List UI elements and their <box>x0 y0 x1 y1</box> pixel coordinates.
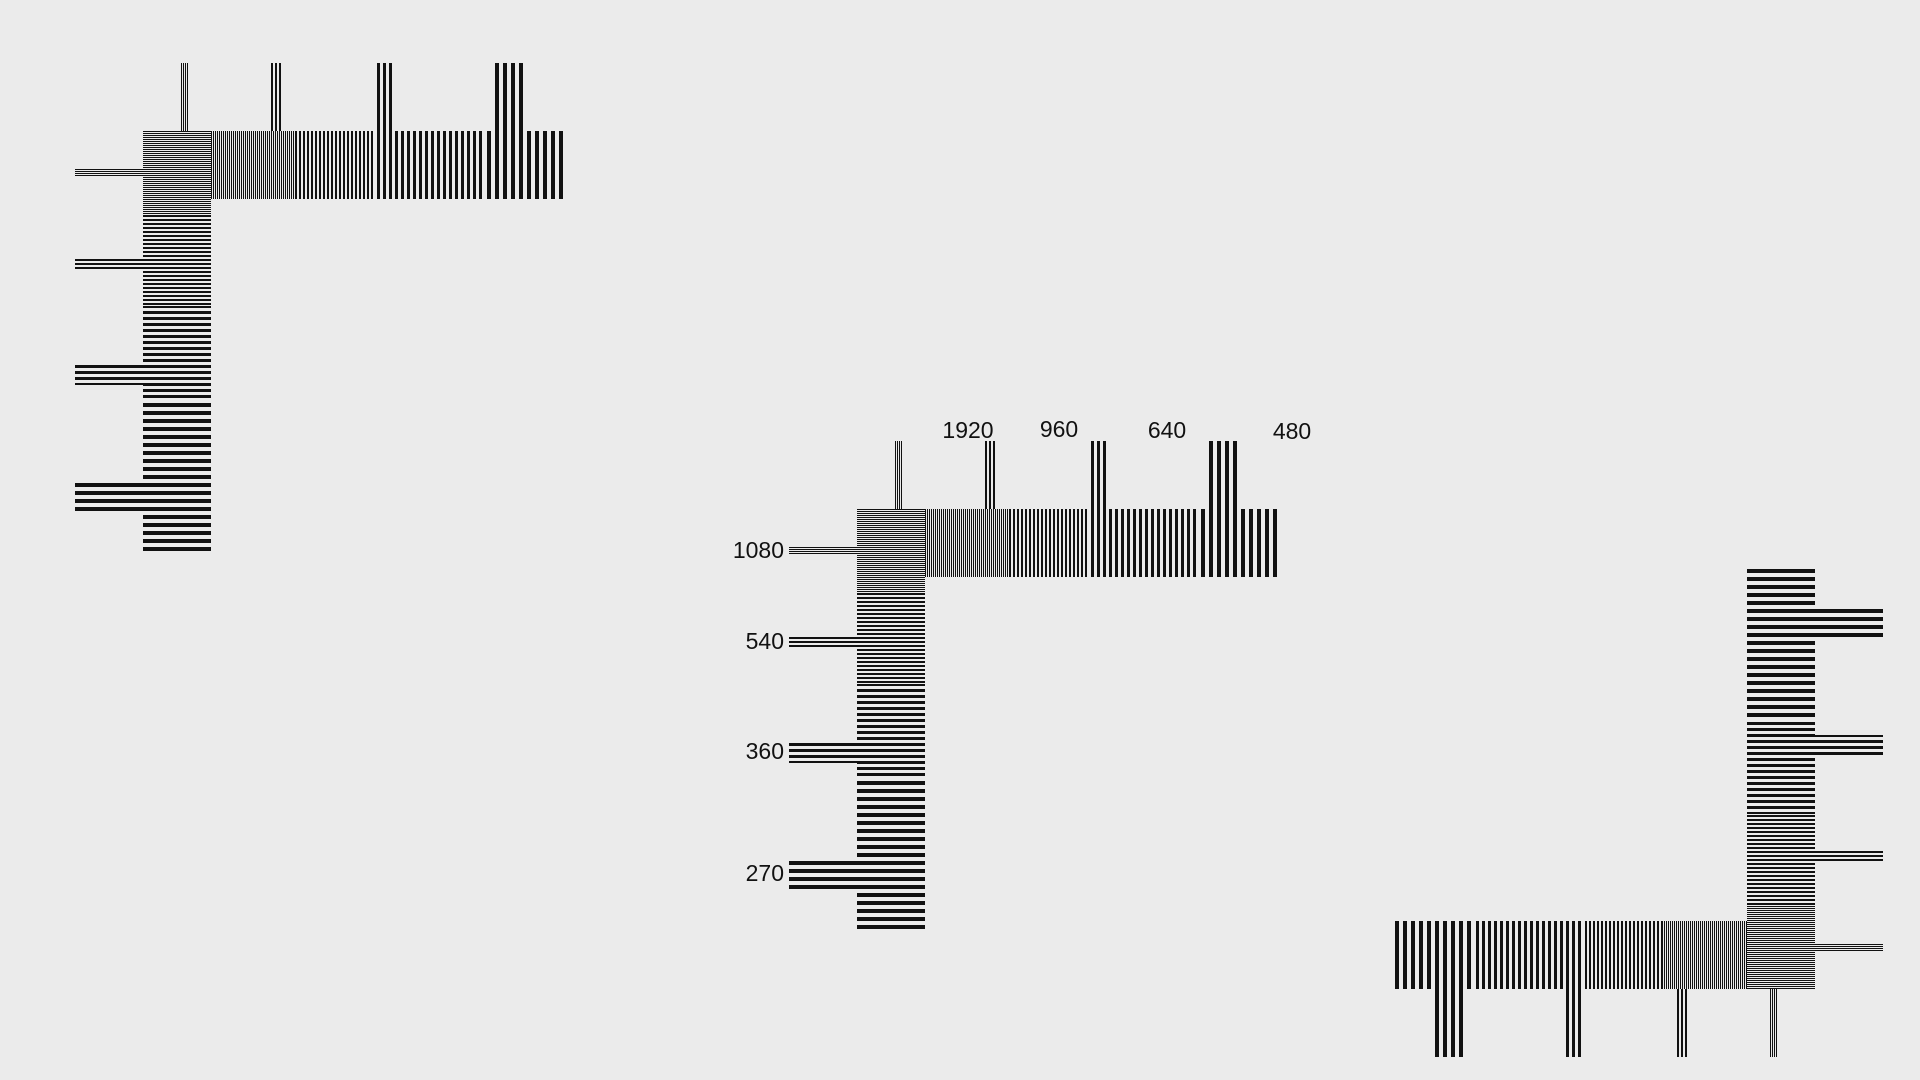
v-wedge-seg-1 <box>857 594 925 684</box>
v-tick-3 <box>789 743 857 763</box>
h-label-1920: 1920 <box>942 417 993 443</box>
h-wedge-seg-3 <box>1473 921 1583 989</box>
h-tick-1 <box>895 441 903 509</box>
h-tick-4 <box>1209 441 1237 509</box>
h-wedge-seg-2 <box>1009 509 1089 577</box>
v-wedge-seg-1 <box>143 216 211 306</box>
core-square <box>857 509 925 594</box>
v-tick-3 <box>1815 735 1883 755</box>
wedge-group-center <box>789 441 1277 929</box>
v-tick-1 <box>75 169 143 177</box>
h-tick-3 <box>1564 989 1584 1057</box>
h-label-640: 640 <box>1148 417 1186 443</box>
v-tick-2 <box>789 636 857 648</box>
h-tick-3 <box>374 63 394 131</box>
h-tick-4 <box>495 63 523 131</box>
v-wedge-seg-2 <box>857 684 925 779</box>
v-tick-4 <box>789 861 857 889</box>
v-wedge-seg-3 <box>1747 569 1815 719</box>
v-wedge-seg-3 <box>857 779 925 929</box>
v-wedge-seg-1 <box>1747 814 1815 904</box>
h-wedge-seg-4 <box>485 131 563 199</box>
h-wedge-seg-4 <box>1199 509 1277 577</box>
h-wedge-seg-3 <box>375 131 485 199</box>
h-wedge-seg-1 <box>925 509 1009 577</box>
h-tick-1 <box>1769 989 1777 1057</box>
core-square <box>143 131 211 216</box>
wedge-group-top-left <box>75 63 563 551</box>
v-tick-4 <box>75 483 143 511</box>
v-label-360: 360 <box>746 738 784 764</box>
v-tick-1 <box>789 547 857 555</box>
h-tick-2 <box>983 441 995 509</box>
v-label-270: 270 <box>746 860 784 886</box>
wedge-group-bottom-right <box>1395 569 1883 1057</box>
h-wedge-seg-3 <box>1089 509 1199 577</box>
h-wedge-seg-1 <box>1663 921 1747 989</box>
h-label-960: 960 <box>1040 416 1078 442</box>
h-tick-4 <box>1435 989 1463 1057</box>
v-tick-2 <box>1815 850 1883 862</box>
h-tick-2 <box>1677 989 1689 1057</box>
v-label-540: 540 <box>746 628 784 654</box>
core-square <box>1747 904 1815 989</box>
h-wedge-seg-1 <box>211 131 295 199</box>
v-tick-1 <box>1815 943 1883 951</box>
h-label-480: 480 <box>1273 418 1311 444</box>
v-tick-4 <box>1815 609 1883 637</box>
v-wedge-seg-2 <box>143 306 211 401</box>
v-wedge-seg-3 <box>143 401 211 551</box>
h-wedge-seg-4 <box>1395 921 1473 989</box>
v-label-1080: 1080 <box>733 537 784 563</box>
h-tick-1 <box>181 63 189 131</box>
h-tick-3 <box>1088 441 1108 509</box>
h-tick-2 <box>269 63 281 131</box>
v-wedge-seg-2 <box>1747 719 1815 814</box>
h-wedge-seg-2 <box>295 131 375 199</box>
v-tick-3 <box>75 365 143 385</box>
h-wedge-seg-2 <box>1583 921 1663 989</box>
v-tick-2 <box>75 258 143 270</box>
